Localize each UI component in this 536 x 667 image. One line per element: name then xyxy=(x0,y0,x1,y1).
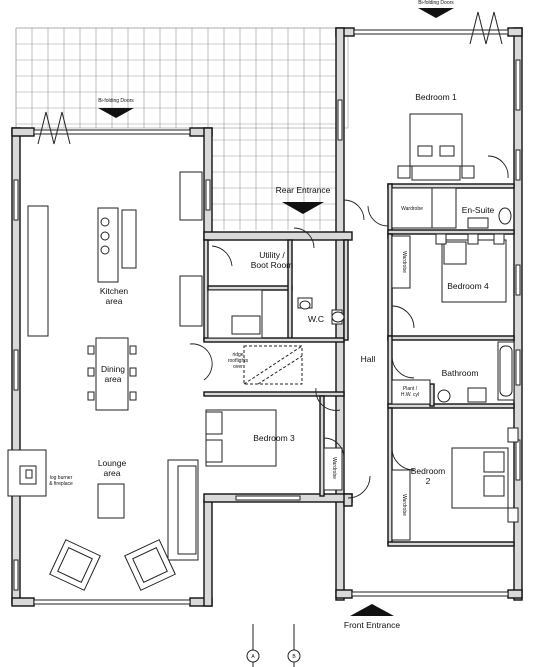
label-hall: Hall xyxy=(361,354,376,364)
dining-table xyxy=(87,337,137,411)
label-dining-1: Dining xyxy=(101,364,125,374)
wardrobe-1 xyxy=(391,187,433,229)
kitchen-unit-1 xyxy=(179,171,203,221)
windows xyxy=(13,29,521,605)
kitchen-unit-2 xyxy=(179,275,203,327)
coffee-table xyxy=(97,483,125,519)
bathtub xyxy=(497,341,515,401)
label-bifold-left: Bi-folding Doors xyxy=(98,98,134,104)
bifold-left-arrow xyxy=(98,108,134,118)
label-wc: W.C xyxy=(308,314,324,324)
label-plant-1: Plant / xyxy=(403,386,418,392)
armchair-left xyxy=(49,539,101,591)
label-plant-2: H.W. cyl xyxy=(401,392,419,398)
patio-tiles xyxy=(15,27,349,230)
label-lounge-1: Lounge xyxy=(98,458,127,468)
rooflight xyxy=(243,345,303,385)
rear-entrance-arrow xyxy=(282,202,324,214)
label-wardrobe-1: Wardrobe xyxy=(401,206,423,212)
label-lounge-2: area xyxy=(103,468,120,478)
bifold-top-arrow xyxy=(418,8,454,18)
label-dining-2: area xyxy=(104,374,121,384)
ensuite-toilet xyxy=(467,207,512,229)
bifold-doors-left xyxy=(37,111,71,145)
label-kitchen-2: area xyxy=(105,296,122,306)
label-wardrobe-4: Wardrobe xyxy=(401,251,407,273)
label-utility-2: Boot Room xyxy=(251,260,294,270)
utility-sink xyxy=(231,315,261,335)
section-marker-a xyxy=(246,624,260,667)
bifold-doors-top xyxy=(469,11,503,45)
armchair-right xyxy=(124,539,176,591)
label-bedroom-3: Bedroom 3 xyxy=(253,433,295,443)
label-bifold-top: Bi-folding Doors xyxy=(418,0,454,6)
label-bedroom-2-1: Bedroom xyxy=(411,466,446,476)
label-bedroom-2-2: 2 xyxy=(426,476,431,486)
label-wardrobe-2: Wardrobe xyxy=(401,494,407,516)
label-en-suite: En-Suite xyxy=(462,205,495,215)
label-section-a: A xyxy=(251,654,255,660)
label-burner-2: & fireplace xyxy=(49,481,73,487)
section-marker-b xyxy=(287,624,301,667)
shower xyxy=(431,187,457,229)
bed-2 xyxy=(451,427,519,523)
bathroom-fixtures xyxy=(391,379,487,405)
label-bedroom-4: Bedroom 4 xyxy=(447,281,489,291)
door-swings xyxy=(189,155,509,499)
wardrobe-2 xyxy=(391,469,411,541)
label-kitchen-1: Kitchen xyxy=(100,286,129,296)
label-wardrobe-3: Wardrobe xyxy=(331,457,337,479)
wardrobe-3 xyxy=(323,447,343,491)
label-bedroom-1: Bedroom 1 xyxy=(415,92,457,102)
label-section-b: B xyxy=(292,654,296,660)
label-rooflight-3: over xyxy=(233,364,243,370)
wardrobe-4 xyxy=(391,235,411,289)
label-bathroom: Bathroom xyxy=(442,368,479,378)
sofa xyxy=(167,459,199,561)
label-front-entrance: Front Entrance xyxy=(344,620,400,630)
kitchen-island xyxy=(97,207,137,283)
wc-toilet xyxy=(297,297,345,325)
bed-3 xyxy=(205,409,277,467)
label-rooflight-2: rooflights xyxy=(228,358,249,364)
fireplace xyxy=(7,449,47,497)
label-rear-entrance: Rear Entrance xyxy=(276,185,331,195)
bed-4 xyxy=(435,233,507,303)
label-burner-1: log burner xyxy=(50,475,73,481)
kitchen-counter xyxy=(27,205,49,337)
front-entrance-arrow xyxy=(350,604,394,616)
label-rooflight-1: ridge xyxy=(232,352,243,358)
label-utility-1: Utility / xyxy=(259,250,285,260)
bed-1 xyxy=(397,113,475,181)
